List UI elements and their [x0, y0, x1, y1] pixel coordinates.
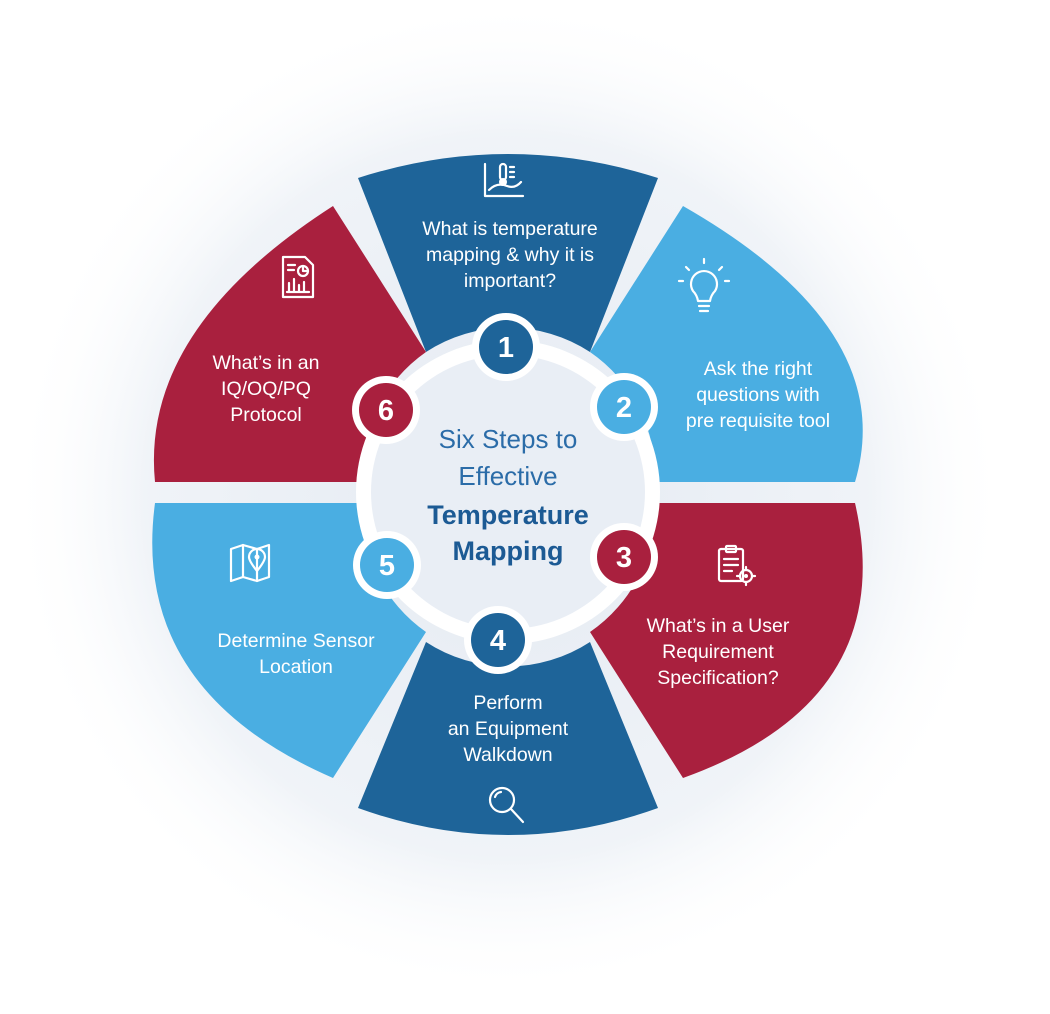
step-2-label: Ask the right questions with pre requisite… — [686, 358, 830, 432]
step-6-label-line: Protocol — [230, 404, 302, 426]
segment-step-1[interactable] — [358, 154, 658, 352]
step-4-label-line: an Equipment — [448, 718, 569, 740]
badge-fill — [359, 383, 413, 437]
step-2-number: 2 — [616, 392, 632, 424]
magnifier-icon — [488, 786, 525, 824]
title-line-4: Mapping — [453, 536, 564, 566]
step-3-number: 3 — [616, 542, 632, 574]
segment-step-3[interactable] — [590, 503, 863, 778]
step-4-number: 4 — [490, 625, 506, 657]
step-1-badge[interactable]: 1 — [472, 313, 540, 381]
title-line-1: Six Steps to — [439, 424, 578, 454]
step-6-label: What’s in an IQ/OQ/PQ Protocol — [213, 352, 320, 426]
step-3-label-line: Specification? — [657, 667, 779, 689]
step-5-label-line: Location — [259, 656, 333, 678]
thermometer-chart-icon — [483, 162, 525, 198]
step-6-label-line: What’s in an — [213, 352, 320, 374]
step-6-number: 6 — [378, 395, 394, 427]
badge-fill — [471, 613, 525, 667]
report-icon — [281, 255, 315, 299]
step-5-label-line: Determine Sensor — [217, 630, 375, 652]
step-6-label-line: IQ/OQ/PQ — [221, 378, 311, 400]
segment-step-4[interactable] — [358, 642, 658, 835]
step-1-label-line: important? — [464, 270, 556, 292]
badge-fill — [597, 530, 651, 584]
step-6-badge[interactable]: 6 — [352, 376, 420, 444]
title-line-3: Temperature — [427, 500, 589, 530]
step-3-badge[interactable]: 3 — [590, 523, 658, 591]
step-3-label-line: What’s in a User — [647, 615, 790, 637]
step-5-number: 5 — [379, 550, 395, 582]
map-pin-icon — [229, 543, 271, 583]
lightbulb-icon — [677, 257, 731, 313]
step-5-badge[interactable]: 5 — [353, 531, 421, 599]
step-2-label-line: questions with — [696, 384, 820, 406]
step-4-badge[interactable]: 4 — [464, 606, 532, 674]
step-1-label-line: mapping & why it is — [426, 244, 594, 266]
title-line-2: Effective — [458, 461, 557, 491]
step-1-label: What is temperature mapping & why it is im… — [422, 218, 598, 292]
step-4-label-line: Perform — [473, 692, 542, 714]
badge-fill — [597, 380, 651, 434]
badge-fill — [360, 538, 414, 592]
number-badges-group: 1 2 3 4 5 6 — [352, 313, 658, 674]
step-2-label-line: Ask the right — [704, 358, 813, 380]
step-4-label-line: Walkdown — [463, 744, 552, 766]
step-1-label-line: What is temperature — [422, 218, 598, 240]
step-3-label-line: Requirement — [662, 641, 774, 663]
badge-fill — [479, 320, 533, 374]
segments-group — [152, 154, 863, 835]
clipboard-gear-icon — [717, 544, 757, 587]
step-2-badge[interactable]: 2 — [590, 373, 658, 441]
segment-step-2[interactable] — [590, 206, 863, 482]
center-disc — [371, 355, 645, 629]
step-2-label-line: pre requisite tool — [686, 410, 830, 432]
step-1-number: 1 — [498, 332, 514, 364]
